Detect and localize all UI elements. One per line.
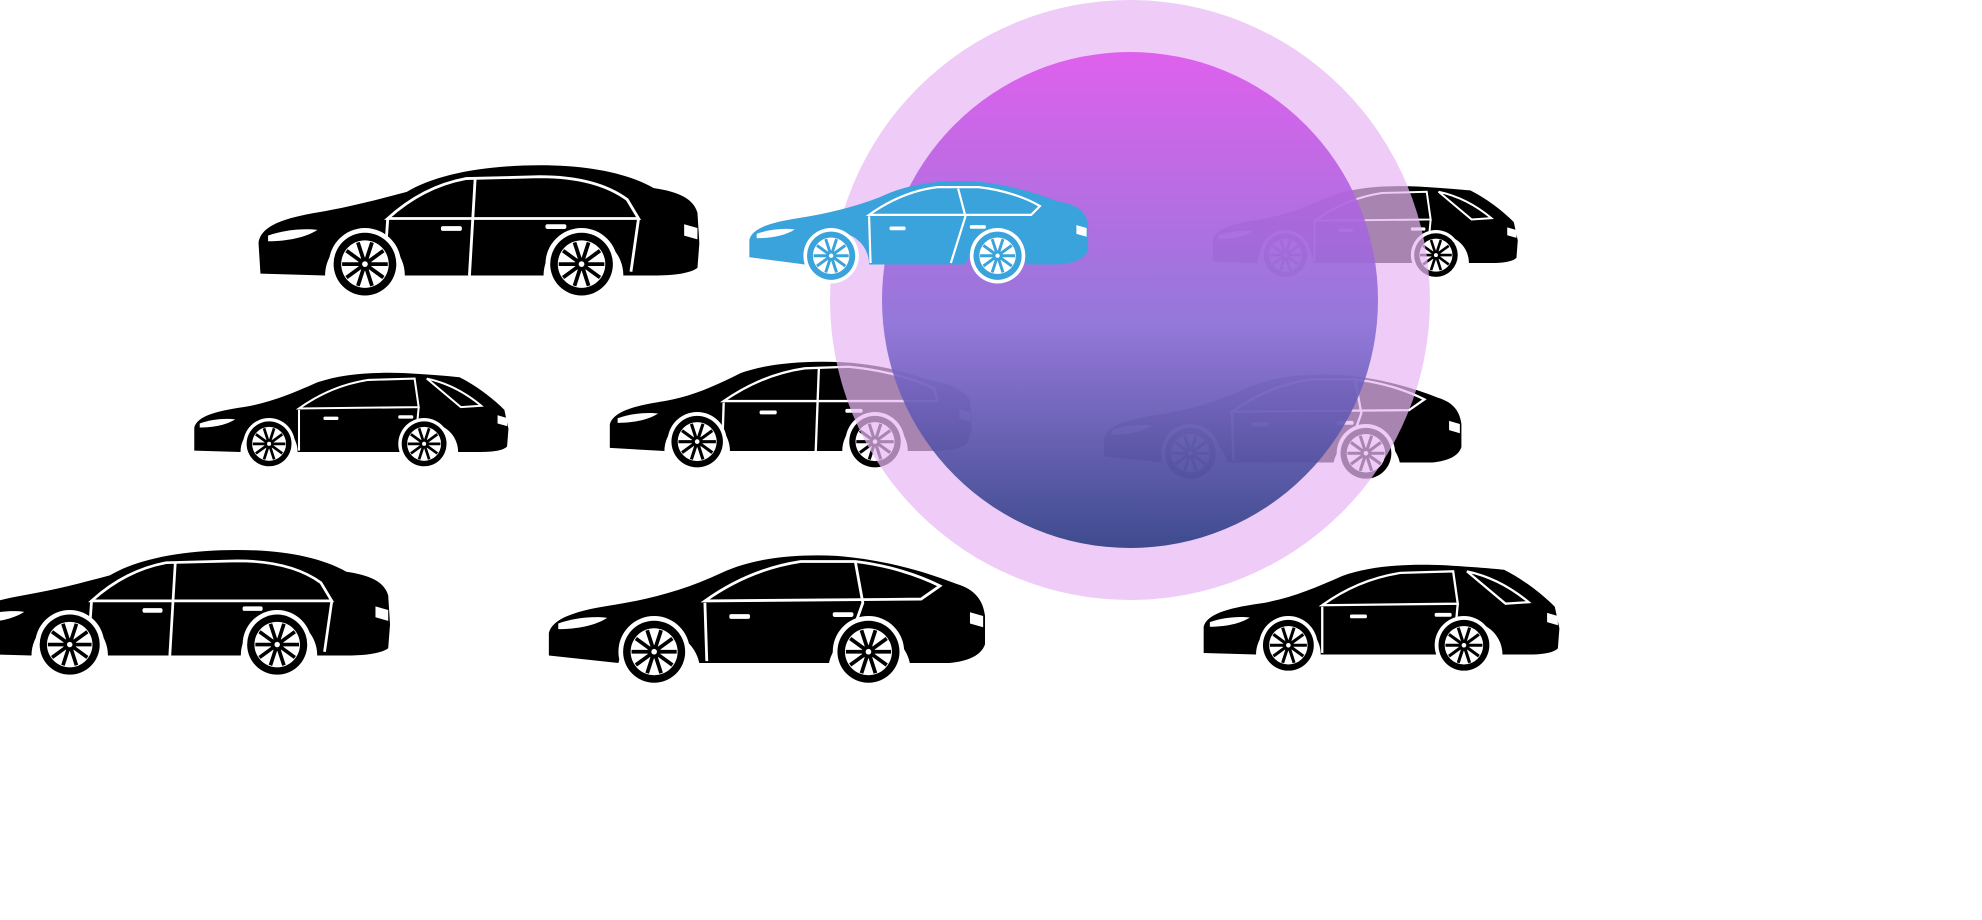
halo-inner-disc xyxy=(882,52,1378,548)
sedan-4-door-icon xyxy=(258,165,700,301)
hatchback-icon xyxy=(194,372,509,470)
selected-sports-coupe-icon xyxy=(749,181,1089,284)
sedan-4-door-icon xyxy=(0,549,391,680)
hatchback-icon xyxy=(1203,564,1560,675)
coupe-icon xyxy=(548,555,986,688)
